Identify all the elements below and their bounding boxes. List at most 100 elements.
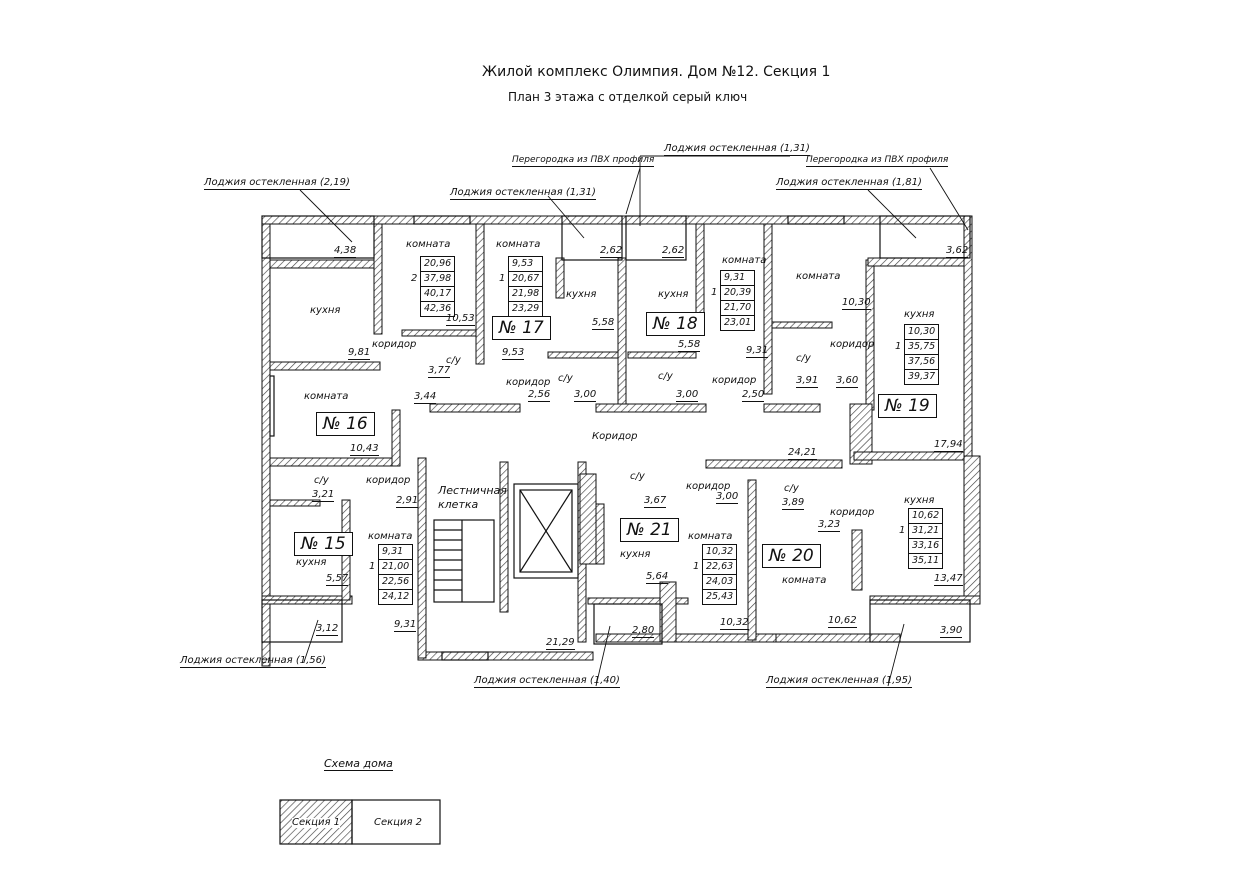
callout-partition-b: Перегородка из ПВХ профиля — [806, 155, 949, 167]
callout-loggia-2-19: Лоджия остекленная (2,19) — [204, 177, 350, 190]
area-living: 20,96 — [421, 257, 455, 272]
area-value: 5,58 — [592, 317, 615, 330]
area-value: 10,62 — [828, 615, 857, 628]
room-label-kukhnya: кухня — [658, 289, 689, 300]
area-full: 35,11 — [912, 555, 940, 566]
apartment-17-number: № 17 — [492, 316, 551, 340]
area-total: 21,00 — [379, 560, 413, 575]
room-label-bath: с/у — [558, 373, 573, 384]
room-label-koridor: коридор — [830, 339, 875, 350]
plan-title: Жилой комплекс Олимпия. Дом №12. Секция … — [482, 64, 831, 80]
room-label-bath: с/у — [796, 353, 811, 364]
room-label-kukhnya: кухня — [620, 549, 651, 560]
area-value: 5,57 — [326, 573, 349, 586]
area-total: 35,75 — [905, 340, 939, 355]
area-value: 2,80 — [632, 625, 655, 638]
scheme-section-2: Секция 2 — [374, 817, 423, 828]
area-living: 10,32 — [703, 545, 737, 560]
area-full: 25,43 — [706, 591, 734, 602]
area-value: 10,32 — [720, 617, 749, 630]
room-label-koridor: коридор — [372, 339, 417, 350]
stairwell-label: Лестничная клетка — [438, 484, 507, 511]
area-value: 3,00 — [574, 389, 597, 402]
area-full: 24,12 — [382, 591, 410, 602]
room-label-koridor: коридор — [506, 377, 551, 388]
apartment-18-number: № 18 — [646, 312, 705, 336]
room-label-koridor: коридор — [686, 481, 731, 492]
area-full: 23,01 — [724, 317, 752, 328]
area-value: 3,77 — [428, 365, 451, 378]
room-label-koridor: коридор — [830, 507, 875, 518]
callout-loggia-1-31b: Лоджия остекленная (1,31) — [664, 143, 810, 156]
area-total: 31,21 — [909, 524, 943, 539]
room-count: 1 — [899, 525, 906, 536]
callout-loggia-1-40: Лоджия остекленная (1,40) — [474, 675, 620, 688]
room-label-komnata: комната — [368, 531, 413, 542]
room-label-kukhnya: кухня — [310, 305, 341, 316]
area-value: 4,38 — [334, 245, 357, 258]
area-table-17: 1 9,53 20,67 21,98 23,29 — [499, 256, 544, 317]
room-count: 1 — [895, 341, 902, 352]
area-with-loggia: 40,17 — [421, 287, 455, 302]
area-table-18: 1 9,31 20,39 21,70 23,01 — [711, 270, 756, 331]
area-living: 9,31 — [721, 271, 755, 286]
room-label-bath: с/у — [630, 471, 645, 482]
area-value: 3,60 — [836, 375, 859, 388]
area-value: 21,29 — [546, 637, 575, 650]
callout-loggia-1-31a: Лоджия остекленная (1,31) — [450, 187, 596, 200]
area-value: 3,62 — [946, 245, 969, 258]
room-label-komnata: комната — [496, 239, 541, 250]
area-value: 10,53 — [446, 313, 475, 326]
room-label-bath: с/у — [314, 475, 329, 486]
area-living: 10,62 — [909, 509, 943, 524]
area-value: 3,90 — [940, 625, 963, 638]
area-value: 10,30 — [842, 297, 871, 310]
room-label-bath: с/у — [658, 371, 673, 382]
area-value: 2,62 — [662, 245, 685, 258]
area-value: 2,62 — [600, 245, 623, 258]
area-value: 2,91 — [396, 495, 419, 508]
area-value: 13,47 — [934, 573, 963, 586]
apartment-20-number: № 20 — [762, 544, 821, 568]
area-value: 5,58 — [678, 339, 701, 352]
area-value: 24,21 — [788, 447, 817, 460]
room-count: 1 — [499, 273, 506, 284]
apartment-19-number: № 19 — [878, 394, 937, 418]
area-value: 3,23 — [818, 519, 841, 532]
room-label-bath: с/у — [784, 483, 799, 494]
room-label-koridor: коридор — [712, 375, 757, 386]
room-count: 1 — [369, 561, 376, 572]
area-living: 9,31 — [379, 545, 413, 560]
area-value: 9,53 — [502, 347, 525, 360]
area-living: 9,53 — [509, 257, 543, 272]
room-label-koridor: коридор — [366, 475, 411, 486]
scheme-title: Схема дома — [324, 757, 393, 771]
scheme-section-1: Секция 1 — [292, 817, 341, 828]
room-count: 2 — [411, 273, 418, 284]
apartment-16-number: № 16 — [316, 412, 375, 436]
room-label-kukhnya: кухня — [904, 495, 935, 506]
area-value: 9,31 — [746, 345, 769, 358]
room-label-komnata: комната — [722, 255, 767, 266]
area-value: 3,91 — [796, 375, 819, 388]
apartment-21-number: № 21 — [620, 518, 679, 542]
room-label-kukhnya: кухня — [904, 309, 935, 320]
area-with-loggia: 33,16 — [909, 539, 943, 554]
area-value: 10,43 — [350, 443, 379, 456]
area-value: 9,31 — [394, 619, 417, 632]
callout-partition-a: Перегородка из ПВХ профиля — [512, 155, 655, 167]
area-full: 23,29 — [512, 303, 540, 314]
area-living: 10,30 — [905, 325, 939, 340]
area-with-loggia: 22,56 — [379, 575, 413, 590]
apartment-15-number: № 15 — [294, 532, 353, 556]
callout-loggia-1-81: Лоджия остекленная (1,81) — [776, 177, 922, 190]
area-with-loggia: 21,70 — [721, 301, 755, 316]
area-value: 3,67 — [644, 495, 667, 508]
area-full: 39,37 — [908, 371, 936, 382]
area-total: 20,67 — [509, 272, 543, 287]
area-full: 42,36 — [424, 303, 452, 314]
area-value: 17,94 — [934, 439, 963, 452]
room-label-komnata: комната — [304, 391, 349, 402]
area-value: 3,89 — [782, 497, 805, 510]
